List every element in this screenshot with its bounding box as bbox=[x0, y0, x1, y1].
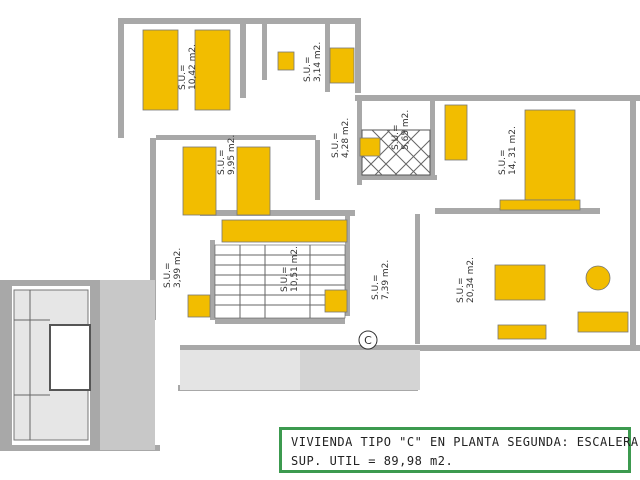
bed-icon bbox=[182, 146, 217, 216]
bed-icon bbox=[194, 29, 231, 111]
room-label-hallway: S.U.=4,28 m2. bbox=[331, 118, 351, 158]
room-label-master-bedroom: S.U.=14, 31 m2. bbox=[498, 126, 518, 175]
svg-text:4,28 m2.: 4,28 m2. bbox=[341, 118, 351, 158]
total-area: SUP. UTIL = 89,98 m2. bbox=[291, 454, 454, 468]
svg-text:S.U.=: S.U.= bbox=[498, 149, 508, 175]
svg-text:3,99 m2.: 3,99 m2. bbox=[173, 248, 183, 288]
room-label-bathroom-2: S.U.=5,65 m2. bbox=[391, 110, 411, 150]
svg-text:14, 31 m2.: 14, 31 m2. bbox=[508, 126, 518, 175]
bed-icon bbox=[524, 109, 576, 201]
svg-text:S.U.=: S.U.= bbox=[217, 149, 227, 175]
svg-text:10,42 m2.: 10,42 m2. bbox=[188, 44, 198, 90]
bed-icon bbox=[236, 146, 271, 216]
room-label-laundry: S.U.=3,99 m2. bbox=[163, 248, 183, 288]
room-label-living-room: S.U.=20,34 m2. bbox=[456, 257, 476, 303]
kitchen-counter-icon bbox=[221, 219, 348, 243]
unit-marker-label: C bbox=[364, 334, 372, 347]
bathtub-icon bbox=[444, 104, 468, 161]
stairwell bbox=[13, 289, 91, 441]
washer-icon bbox=[187, 294, 211, 318]
sofa-icon bbox=[577, 311, 629, 333]
room-label-entry-hall: S.U.=7,39 m2. bbox=[371, 260, 391, 300]
svg-text:3,14 m2.: 3,14 m2. bbox=[313, 42, 323, 82]
svg-text:10,51 m2.: 10,51 m2. bbox=[290, 246, 300, 292]
toilet-icon bbox=[277, 51, 295, 71]
furniture bbox=[142, 29, 629, 340]
bed-icon bbox=[142, 29, 179, 111]
svg-text:S.U.=: S.U.= bbox=[303, 56, 313, 82]
unit-marker bbox=[358, 330, 378, 350]
svg-text:S.U.=: S.U.= bbox=[391, 124, 401, 150]
plan-title: VIVIENDA TIPO "C" EN PLANTA SEGUNDA: ESC… bbox=[291, 435, 640, 449]
svg-text:7,39 m2.: 7,39 m2. bbox=[381, 260, 391, 300]
fridge-icon bbox=[324, 289, 348, 313]
room-label-kitchen: S.U.=10,51 m2. bbox=[280, 246, 300, 292]
svg-text:S.U.=: S.U.= bbox=[163, 262, 173, 288]
room-label-bedroom-2: S.U.=9,95 m2. bbox=[217, 135, 237, 175]
room-label-bedroom-1: S.U.=10,42 m2. bbox=[178, 44, 198, 90]
plan-info-box: VIVIENDA TIPO "C" EN PLANTA SEGUNDA: ESC… bbox=[279, 427, 640, 473]
walls bbox=[0, 18, 640, 451]
svg-text:S.U.=: S.U.= bbox=[331, 132, 341, 158]
svg-text:S.U.=: S.U.= bbox=[371, 274, 381, 300]
svg-text:S.U.=: S.U.= bbox=[280, 266, 290, 292]
plant-icon bbox=[585, 265, 611, 291]
toilet-icon bbox=[359, 137, 381, 157]
svg-text:5,65 m2.: 5,65 m2. bbox=[401, 110, 411, 150]
svg-text:9,95 m2.: 9,95 m2. bbox=[227, 135, 237, 175]
kitchen-floor bbox=[214, 244, 346, 319]
shower-icon bbox=[329, 47, 355, 84]
svg-text:20,34 m2.: 20,34 m2. bbox=[466, 257, 476, 303]
svg-text:S.U.=: S.U.= bbox=[178, 64, 188, 90]
room-labels: S.U.=10,42 m2. S.U.=3,14 m2. S.U.=9,95 m… bbox=[163, 42, 518, 303]
dining-table-icon bbox=[494, 264, 546, 301]
room-label-bathroom-1: S.U.=3,14 m2. bbox=[303, 42, 323, 82]
svg-text:S.U.=: S.U.= bbox=[456, 277, 466, 303]
